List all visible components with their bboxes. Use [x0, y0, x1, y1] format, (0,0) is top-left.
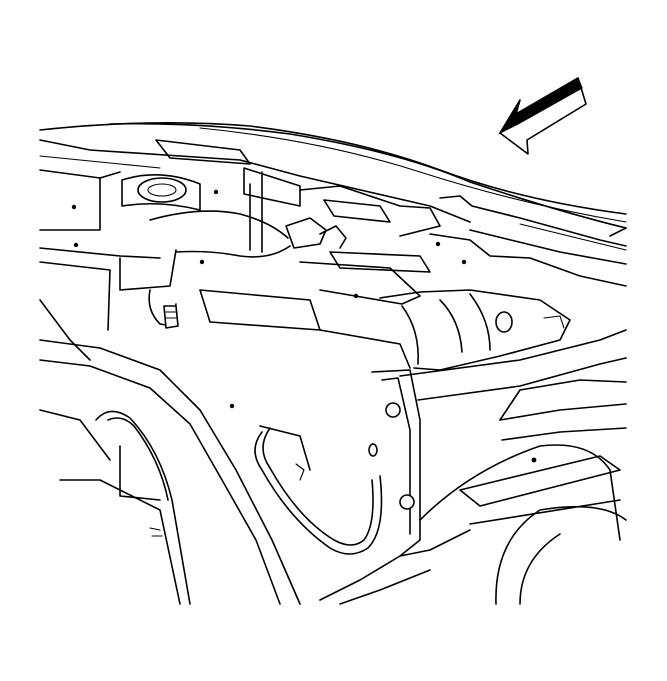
dash-mid-panel	[199, 185, 627, 331]
harness-loop	[254, 425, 383, 555]
frame-rail	[379, 289, 627, 441]
cowl-panel	[39, 122, 627, 265]
wiring-harness-bracket	[119, 167, 347, 329]
wheelhouse-right	[419, 444, 627, 605]
arrow-icon	[498, 77, 587, 155]
floor-edge	[39, 299, 471, 605]
wheelhouse-left	[39, 339, 301, 605]
strut-tower	[39, 169, 219, 331]
inner-apron-panel	[319, 329, 421, 557]
